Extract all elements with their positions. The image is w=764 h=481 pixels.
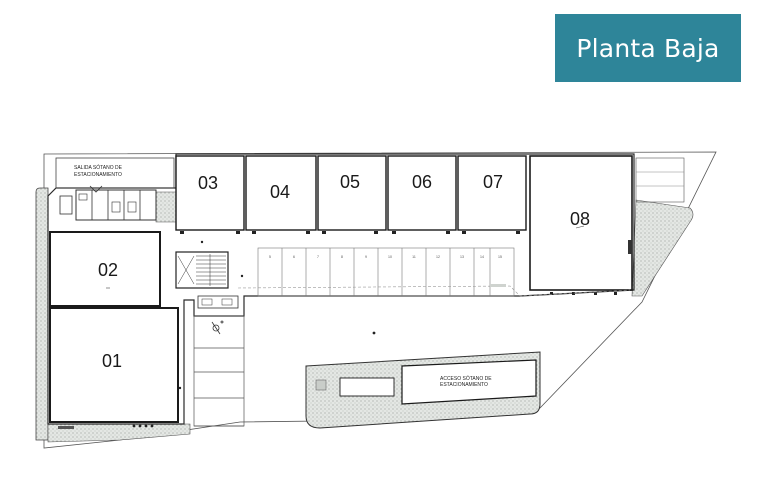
stall-number: 14 <box>480 255 484 259</box>
lot-08 <box>529 155 633 291</box>
parking-stalls-column <box>193 315 245 427</box>
lot-07-label: 07 <box>483 172 503 192</box>
lot-02 <box>49 231 161 307</box>
lot-05-label: 05 <box>340 172 360 192</box>
parking-stalls-row <box>257 247 515 297</box>
stall-number: 11 <box>412 255 416 259</box>
lot-04 <box>245 155 317 231</box>
page-title: Planta Baja <box>576 33 720 63</box>
lot-05 <box>317 155 387 231</box>
upper-right-stalls <box>635 157 685 203</box>
stall-number: 6 <box>293 255 295 259</box>
landscape-left <box>35 187 49 441</box>
lot-07 <box>457 155 527 231</box>
column-markers-misc <box>178 240 376 390</box>
stall-number: 13 <box>460 255 464 259</box>
exit-ramp-zone <box>55 157 175 189</box>
lot-08-label: 08 <box>570 209 590 229</box>
circulation-path <box>237 285 631 297</box>
column-markers <box>180 231 520 234</box>
landscape-right <box>631 199 694 297</box>
lot-04-label: 04 <box>270 182 290 202</box>
stair-core <box>175 251 229 289</box>
accessible-icon <box>211 320 224 335</box>
access-label-line2: ESTACIONAMIENTO <box>440 382 488 388</box>
landscape-upper-right <box>155 191 177 223</box>
exit-label-line1: SALIDA SÓTANO DE <box>74 164 123 171</box>
lot-03 <box>175 155 245 231</box>
stall-number: 5 <box>269 255 271 259</box>
lot-06 <box>387 155 457 231</box>
lot-01-label: 01 <box>102 351 122 371</box>
stall-number: 9 <box>365 255 367 259</box>
access-ramp <box>401 359 537 405</box>
stall-numbers: 5 6 7 8 9 10 11 12 13 14 15 <box>269 255 502 259</box>
lot-03-label: 03 <box>198 173 218 193</box>
access-ramp-slot <box>339 377 395 397</box>
access-ramp-planter <box>315 379 327 391</box>
access-label-line1: ACCESO SÓTANO DE <box>440 375 492 382</box>
lot-02-label: 02 <box>98 260 118 280</box>
lot-01 <box>49 307 179 423</box>
stall-number: 12 <box>436 255 440 259</box>
restrooms-block <box>75 189 157 221</box>
lot-06-label: 06 <box>412 172 432 192</box>
stall-number: 10 <box>388 255 392 259</box>
stall-number: 8 <box>341 255 343 259</box>
stall-number: 7 <box>317 255 319 259</box>
stall-number: 15 <box>498 255 502 259</box>
exit-label-line2: ESTACIONAMIENTO <box>74 172 122 178</box>
title-banner: Planta Baja <box>555 14 741 82</box>
